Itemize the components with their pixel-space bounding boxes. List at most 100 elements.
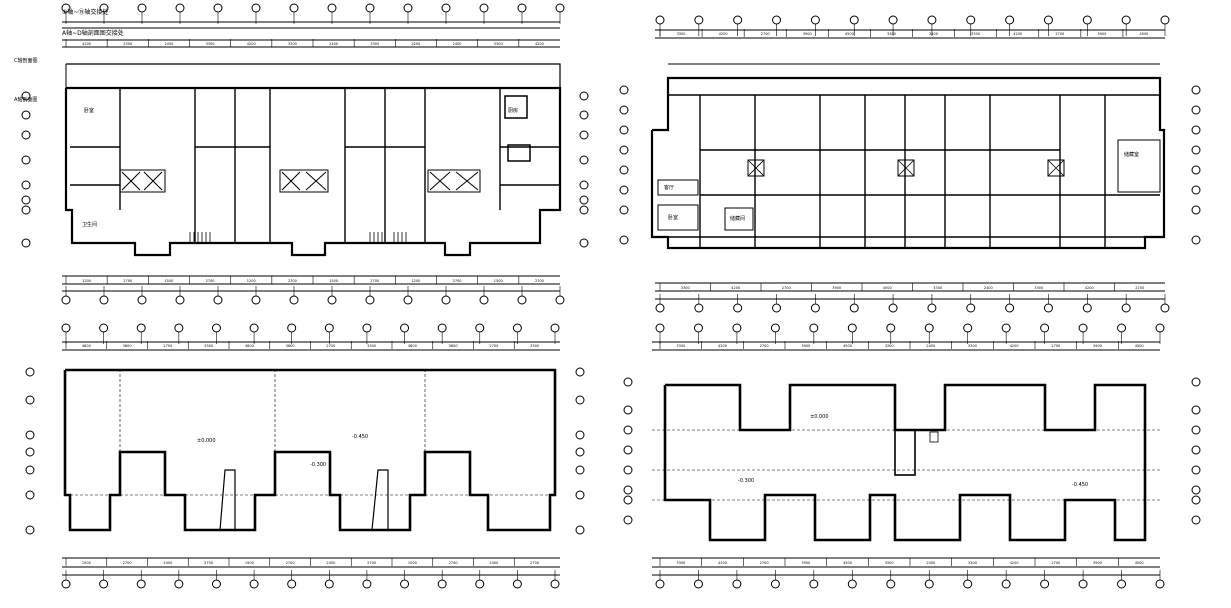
dimension-value: 3300 bbox=[367, 344, 376, 348]
axis-bubble bbox=[575, 447, 585, 457]
axis-bubble bbox=[623, 495, 633, 505]
axis-bubble bbox=[287, 323, 297, 333]
axis-bubble bbox=[619, 145, 629, 155]
axis-bubble bbox=[810, 15, 820, 25]
dimension-value: 3900 bbox=[801, 344, 810, 348]
axis-bubble bbox=[365, 295, 375, 305]
axis-bubble bbox=[809, 323, 819, 333]
dimension-value: 4500 bbox=[883, 286, 892, 290]
axis-bubble bbox=[655, 15, 665, 25]
dimension-value: 3300 bbox=[204, 344, 213, 348]
axis-bubble bbox=[1005, 303, 1015, 313]
axis-bubble bbox=[137, 3, 147, 13]
axis-bubble bbox=[21, 91, 31, 101]
axis-bubble bbox=[475, 323, 485, 333]
dimension-value: 4500 bbox=[1135, 561, 1144, 565]
axis-bubble bbox=[25, 367, 35, 377]
dimension-value: 3300 bbox=[968, 344, 977, 348]
dimension-value: 4200 bbox=[82, 42, 91, 46]
dimension-value: 2700 bbox=[1051, 561, 1060, 565]
dimension-value: 2400 bbox=[326, 561, 335, 565]
dimension-value: 3300 bbox=[676, 561, 685, 565]
axis-bubble bbox=[1001, 579, 1011, 589]
axis-bubble bbox=[175, 295, 185, 305]
dimension-value: 4500 bbox=[845, 32, 854, 36]
axis-bubble bbox=[619, 105, 629, 115]
axis-bubble bbox=[362, 579, 372, 589]
dimension-value: 3300 bbox=[933, 286, 942, 290]
axis-bubble bbox=[512, 323, 522, 333]
axis-bubble bbox=[810, 303, 820, 313]
dimension-value: 3300 bbox=[971, 32, 980, 36]
dimension-value: 4200 bbox=[718, 561, 727, 565]
axis-bubble bbox=[619, 125, 629, 135]
axis-bubble bbox=[655, 579, 665, 589]
dimension-value: 2400 bbox=[329, 42, 338, 46]
axis-bubble bbox=[655, 303, 665, 313]
dimension-value: 4500 bbox=[1139, 32, 1148, 36]
plan-2-room-b: 卧室 bbox=[668, 214, 678, 221]
plan-3-elev-c: -0.300 bbox=[310, 462, 326, 468]
dimension-value: 3300 bbox=[885, 561, 894, 565]
axis-bubble bbox=[847, 323, 857, 333]
dimension-value: 1500 bbox=[329, 279, 338, 283]
dimension-value: 2400 bbox=[984, 286, 993, 290]
axis-bubble bbox=[693, 323, 703, 333]
plan-1-axis-bubbles bbox=[21, 3, 589, 305]
axis-bubble bbox=[479, 3, 489, 13]
axis-bubble bbox=[619, 185, 629, 195]
dimension-value: 4200 bbox=[1010, 344, 1019, 348]
axis-bubble bbox=[287, 579, 297, 589]
axis-bubble bbox=[579, 180, 589, 190]
dimension-value: 2700 bbox=[204, 561, 213, 565]
axis-bubble bbox=[324, 323, 334, 333]
plan-4-elev-b: -0.450 bbox=[1072, 482, 1088, 488]
axis-bubble bbox=[1082, 303, 1092, 313]
axis-bubble bbox=[927, 15, 937, 25]
dimension-value: 4800 bbox=[408, 344, 417, 348]
axis-bubble bbox=[21, 155, 31, 165]
plan-2-room-c: 储藏间 bbox=[730, 215, 745, 222]
axis-bubble bbox=[966, 15, 976, 25]
axis-bubble bbox=[579, 205, 589, 215]
axis-bubble bbox=[1160, 15, 1170, 25]
dimension-value: 4200 bbox=[718, 344, 727, 348]
axis-bubble bbox=[61, 579, 71, 589]
axis-bubble bbox=[517, 295, 527, 305]
axis-bubble bbox=[770, 323, 780, 333]
dimension-value: 3900 bbox=[803, 32, 812, 36]
dimension-value: 2400 bbox=[163, 561, 172, 565]
dimension-value: 4200 bbox=[731, 286, 740, 290]
axis-bubble bbox=[99, 323, 109, 333]
axis-bubble bbox=[963, 579, 973, 589]
dimension-value: 2700 bbox=[760, 344, 769, 348]
dimension-value: 2700 bbox=[1135, 286, 1144, 290]
dimension-value: 3300 bbox=[885, 344, 894, 348]
axis-bubble bbox=[623, 485, 633, 495]
axis-bubble bbox=[575, 490, 585, 500]
axis-bubble bbox=[579, 91, 589, 101]
dimension-value: 3300 bbox=[494, 42, 503, 46]
dimension-value: 4200 bbox=[411, 42, 420, 46]
axis-bubble bbox=[550, 323, 560, 333]
axis-bubble bbox=[1078, 323, 1088, 333]
plan-4-elev-c: -0.300 bbox=[738, 478, 754, 484]
dimension-value: 2700 bbox=[449, 561, 458, 565]
axis-bubble bbox=[1191, 235, 1201, 245]
axis-bubble bbox=[1155, 579, 1165, 589]
dimension-value: 3300 bbox=[887, 32, 896, 36]
axis-bubble bbox=[1191, 125, 1201, 135]
dimension-value: 4200 bbox=[247, 42, 256, 46]
dimension-value: 2400 bbox=[926, 344, 935, 348]
axis-bubble bbox=[772, 303, 782, 313]
dimension-value: 2400 bbox=[489, 561, 498, 565]
dimension-value: 3900 bbox=[1097, 32, 1106, 36]
axis-bubble bbox=[249, 579, 259, 589]
axis-bubble bbox=[623, 445, 633, 455]
plan-4-elev-a: ±0.000 bbox=[810, 414, 829, 420]
axis-bubble bbox=[25, 447, 35, 457]
dimension-value: 1200 bbox=[82, 279, 91, 283]
